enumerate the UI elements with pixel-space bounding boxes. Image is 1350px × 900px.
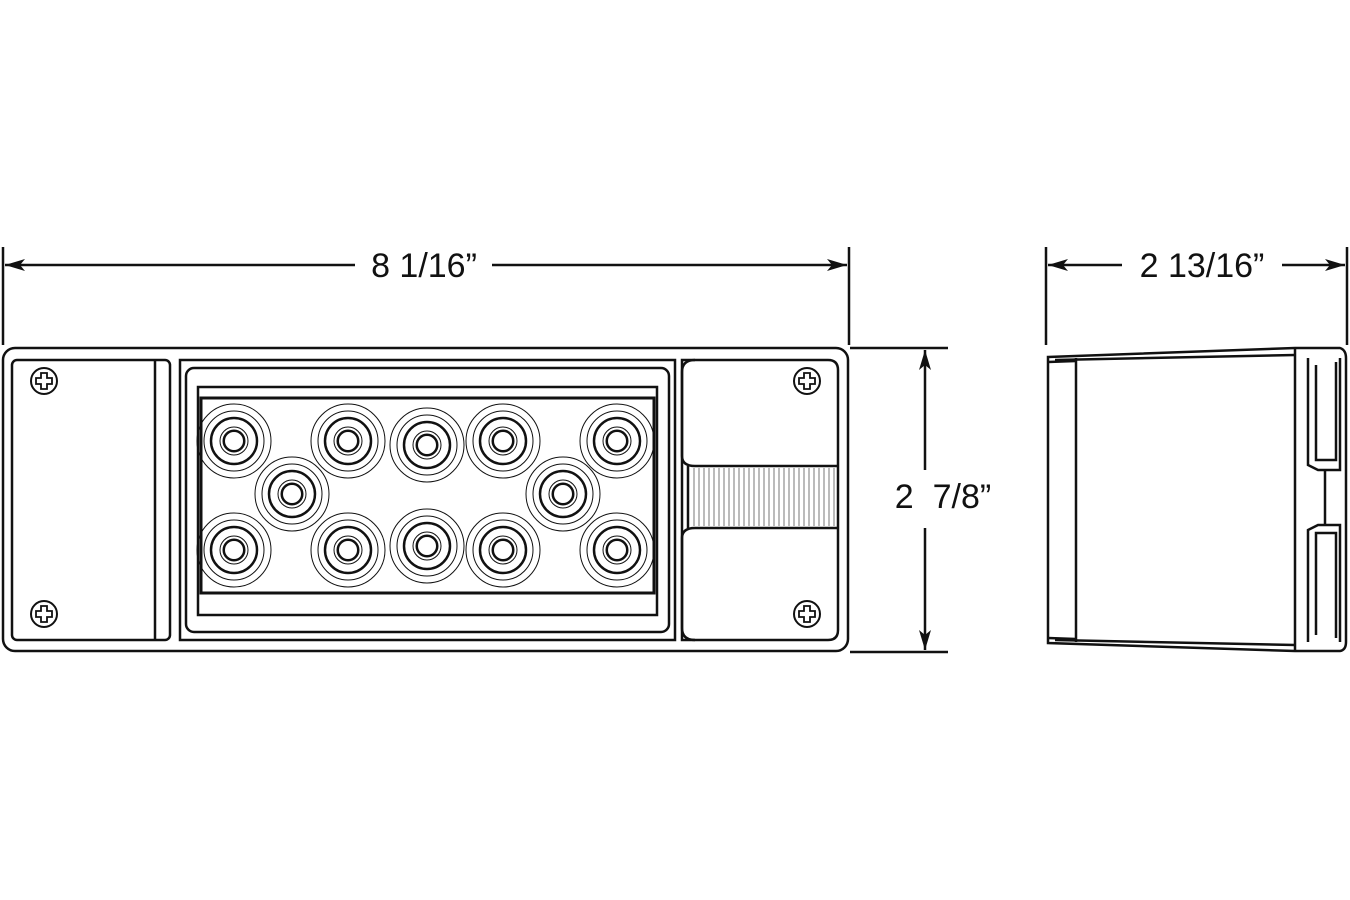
led: [254, 456, 330, 532]
led: [196, 403, 272, 479]
led: [389, 508, 465, 584]
depth-dimension: 2 13/16”: [1044, 247, 1349, 345]
led: [465, 512, 541, 588]
front-view: [1, 346, 850, 653]
side-view: [1046, 346, 1348, 653]
width-label: 8 1/16”: [371, 247, 477, 285]
screw-icon: [793, 600, 821, 628]
depth-label: 2 13/16”: [1140, 247, 1265, 285]
led: [389, 407, 465, 483]
height-label: 2 7/8”: [895, 478, 991, 516]
led: [465, 403, 541, 479]
led: [196, 512, 272, 588]
height-dimension: 2 7/8”: [850, 346, 991, 654]
led: [310, 403, 386, 479]
led: [579, 403, 655, 479]
led: [310, 512, 386, 588]
connector-ribs: [693, 468, 835, 526]
led: [525, 456, 601, 532]
led: [579, 512, 655, 588]
screw-icon: [793, 367, 821, 395]
width-dimension: 8 1/16”: [1, 247, 851, 345]
screw-icon: [30, 367, 58, 395]
screw-icon: [30, 600, 58, 628]
